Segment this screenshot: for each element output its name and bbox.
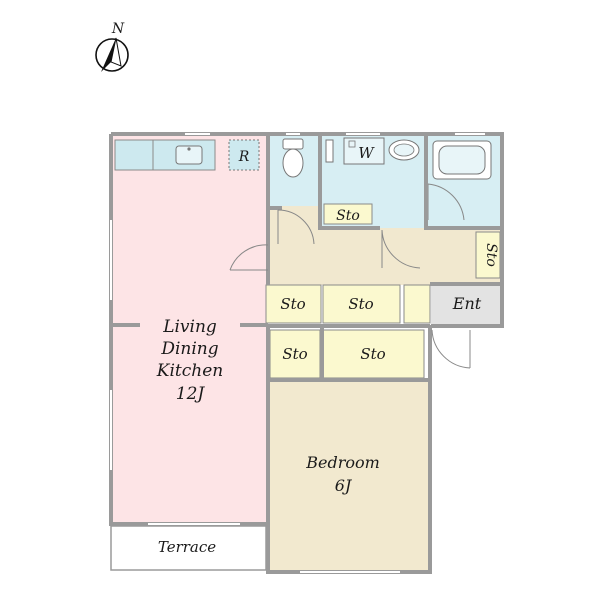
- ldk-size: 12J: [176, 384, 206, 404]
- storage-1: [265, 284, 322, 324]
- compass-needle-icon: [101, 38, 116, 72]
- ldk-label-line3: Kitchen: [156, 361, 223, 381]
- windows: [110, 133, 485, 573]
- compass-north-label: N: [111, 21, 125, 37]
- refrigerator-label: R: [238, 149, 250, 165]
- refrigerator-space: [228, 139, 260, 171]
- storage-1-label: Sto: [280, 295, 305, 313]
- ldk-label-line1: Living: [162, 317, 217, 337]
- washer-label: W: [358, 144, 375, 162]
- entrance-label: Ent: [452, 294, 482, 313]
- storage-3: [403, 284, 431, 324]
- bedroom-size: 6J: [335, 476, 353, 495]
- storage-5-label: Sto: [360, 345, 385, 363]
- storage-washroom-label: Sto: [336, 208, 360, 224]
- storage-4: [269, 329, 321, 379]
- storage-washroom: [323, 203, 373, 225]
- ldk-label-line2: Dining: [160, 339, 218, 359]
- storage-4-label: Sto: [282, 345, 307, 363]
- bedroom-label: Bedroom: [305, 453, 380, 472]
- storage-5: [322, 329, 425, 379]
- toilet-icon: [282, 138, 304, 178]
- compass: N: [95, 21, 129, 72]
- bathtub-icon: [432, 140, 492, 180]
- compass-needle-outline: [110, 37, 122, 67]
- storage-2-label: Sto: [348, 295, 373, 313]
- washer-space: [343, 137, 385, 165]
- storage-hall-label: Sto: [483, 243, 499, 267]
- bedroom-room: [270, 380, 428, 570]
- ldk-label: Living Dining Kitchen 12J: [156, 317, 223, 404]
- wall-shelf: [325, 139, 334, 163]
- ldk-room: [113, 136, 266, 524]
- terrace-label: Terrace: [158, 538, 216, 556]
- terrace: [110, 525, 267, 571]
- entrance-room: [431, 284, 502, 326]
- doors: [229, 209, 471, 369]
- storage-2: [322, 284, 401, 324]
- sink-icon: [175, 145, 203, 165]
